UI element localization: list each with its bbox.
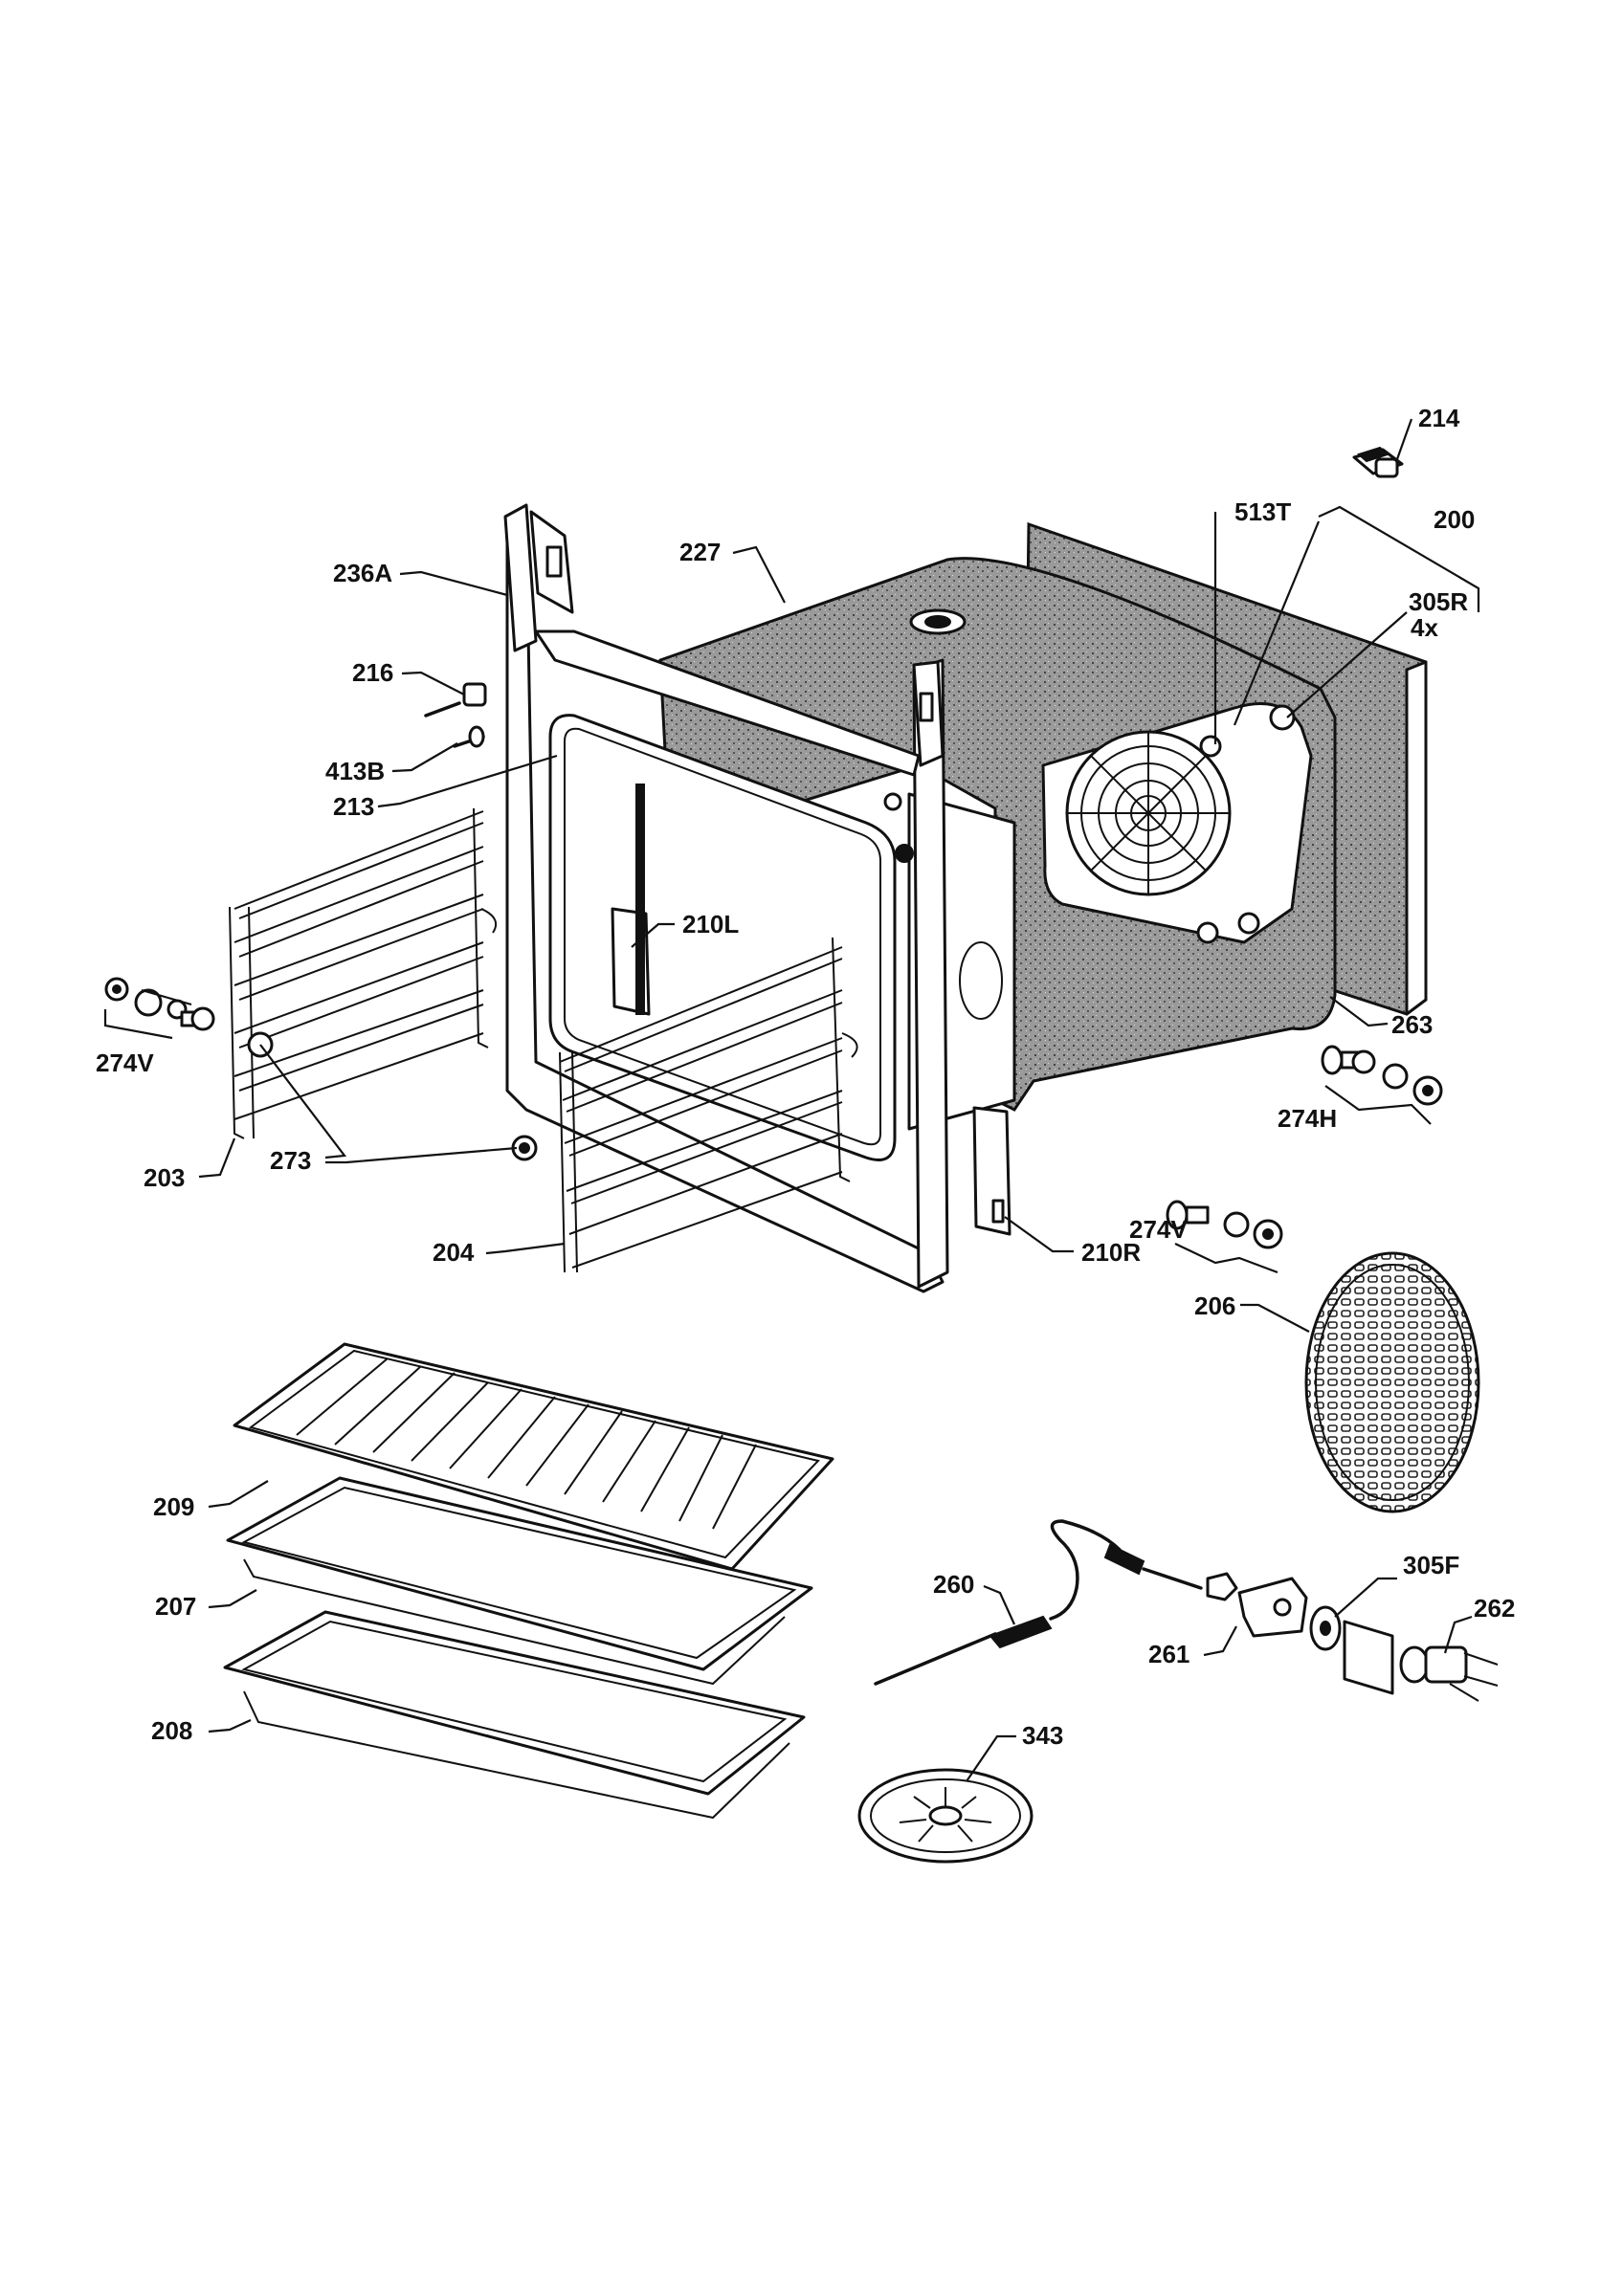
label-203: 203: [144, 1163, 185, 1192]
label-273: 273: [270, 1146, 311, 1175]
label-261: 261: [1148, 1640, 1189, 1668]
side-rack-204: [559, 937, 858, 1273]
label-274V-left: 274V: [96, 1049, 154, 1077]
fan-mount-screw-3: [1237, 912, 1260, 935]
front-frame: [505, 522, 945, 1293]
label-274V-right: 274V: [1129, 1215, 1188, 1244]
side-rack-203: [229, 807, 497, 1139]
top-vent-hole: [924, 615, 951, 629]
frame-screw-2: [895, 844, 914, 863]
washer-305F-hole: [1320, 1621, 1331, 1636]
rear-insulation-side: [1405, 660, 1428, 1016]
fan-assembly-200: [1041, 702, 1313, 944]
label-343: 343: [1022, 1721, 1063, 1750]
side-rail-210R-tab: [991, 1199, 1005, 1224]
label-263: 263: [1391, 1010, 1433, 1039]
fan-cover-206: [1304, 1251, 1480, 1513]
label-209: 209: [153, 1492, 194, 1521]
oven-cavity: [503, 503, 1428, 1293]
label-206: 206: [1194, 1292, 1235, 1320]
cavity-light-opening: [959, 941, 1003, 1020]
fixing-set-274V-left: [103, 977, 215, 1040]
label-208: 208: [151, 1716, 192, 1745]
label-207: 207: [155, 1592, 196, 1621]
label-305F: 305F: [1403, 1551, 1459, 1579]
fan-guard-spokes: [1067, 732, 1230, 894]
fan-mount-screw-1: [1199, 735, 1222, 758]
rack-clip-273-right-inner: [519, 1142, 530, 1154]
label-260: 260: [933, 1570, 974, 1599]
label-200: 200: [1434, 505, 1475, 534]
label-305R: 305R: [1409, 587, 1468, 616]
hinge-slot-1: [545, 545, 563, 578]
deep-tray-208: [223, 1610, 806, 1820]
label-413B: 413B: [325, 757, 385, 785]
label-214: 214: [1418, 404, 1460, 432]
label-274H: 274H: [1278, 1104, 1337, 1133]
thermal-cutout-214: [1352, 446, 1404, 478]
baking-tray-207: [226, 1476, 813, 1686]
label-305R-qty: 4x: [1411, 613, 1438, 642]
frame-screw-1: [883, 792, 902, 811]
label-262: 262: [1474, 1594, 1515, 1623]
label-216: 216: [352, 658, 393, 687]
light-cover-343: [857, 1768, 1034, 1864]
label-210L: 210L: [682, 910, 739, 938]
fixing-set-274H: [1321, 1045, 1443, 1125]
fixing-set-274V-right: [1166, 1200, 1283, 1274]
part-labels: 214 200 513T 305R 4x 227 236A 216 413B 2…: [96, 404, 1515, 1750]
hinge-bracket-236A: [503, 503, 538, 652]
door-seal-inner: [564, 727, 881, 1146]
probe-socket-261: [1206, 1572, 1308, 1638]
label-210R: 210R: [1081, 1238, 1141, 1267]
probe-plate: [1343, 1620, 1394, 1695]
fan-mount-screw-2: [1269, 704, 1296, 731]
side-rail-210L-stripe: [635, 784, 645, 1015]
frame-top-rail: [534, 629, 921, 777]
hinge-right-slot: [919, 692, 934, 722]
label-513T: 513T: [1234, 497, 1291, 526]
fan-mount-screw-4: [1196, 921, 1219, 944]
probe-connector-262: [1399, 1645, 1499, 1702]
label-236A: 236A: [333, 559, 392, 587]
leader-lines: [141, 418, 1480, 1782]
wire-shelf-209: [233, 1342, 834, 1571]
label-204: 204: [433, 1238, 475, 1267]
label-227: 227: [679, 538, 721, 566]
label-213: 213: [333, 792, 374, 821]
screw-216: [424, 682, 487, 718]
screw-413B: [453, 725, 485, 748]
meat-probe-260: [874, 1519, 1203, 1686]
